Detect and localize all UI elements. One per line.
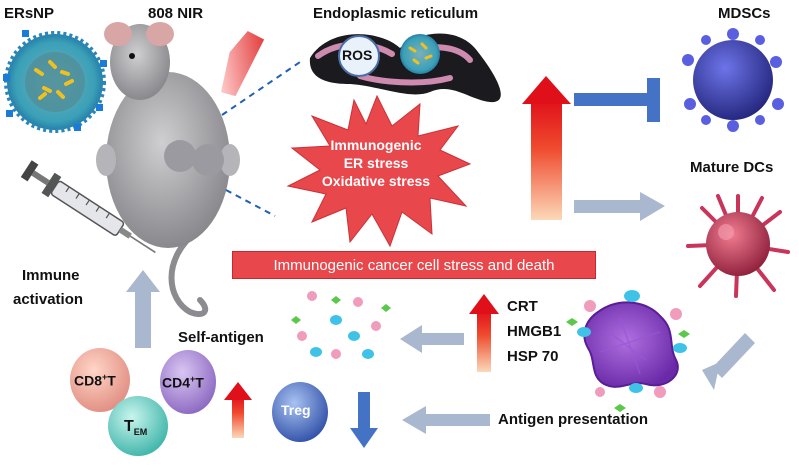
treg-cell-icon bbox=[272, 382, 328, 442]
arrow-to-self-antigen bbox=[400, 325, 464, 353]
cd8-label: CD8+T bbox=[74, 372, 116, 389]
self-antigen-label: Self-antigen bbox=[178, 329, 264, 346]
decrease-arrow-treg bbox=[350, 392, 378, 448]
mdscs-label: MDSCs bbox=[718, 5, 771, 22]
activation-label: activation bbox=[13, 291, 84, 308]
nir-laser-icon bbox=[221, 31, 265, 97]
cd4-label: CD4+T bbox=[162, 374, 204, 391]
arrow-dc-to-presentation bbox=[702, 333, 755, 390]
er-label: Endoplasmic reticulum bbox=[313, 5, 479, 22]
treg-label: Treg bbox=[281, 402, 311, 418]
mouse-icon bbox=[96, 22, 240, 318]
inhibit-arrow-mdsc bbox=[574, 78, 660, 122]
ros-label: ROS bbox=[342, 47, 373, 63]
mature-dc-icon bbox=[686, 194, 790, 298]
burst-line-3: Oxidative stress bbox=[321, 173, 431, 189]
increase-arrow-stress bbox=[531, 100, 562, 220]
self-antigen-icon bbox=[291, 291, 391, 359]
arrow-to-dcs bbox=[574, 192, 665, 221]
arrow-presentation-to-treg bbox=[402, 406, 490, 434]
cd4-t-cell-icon bbox=[160, 350, 216, 414]
stress-burst bbox=[286, 94, 472, 248]
er-organelle-icon bbox=[309, 33, 501, 103]
burst-line-1: Immunogenic bbox=[330, 137, 422, 153]
cd8-t-cell-icon bbox=[70, 348, 130, 412]
damp-hmgb1: HMGB1 bbox=[507, 323, 562, 340]
increase-arrow-tcells bbox=[224, 382, 252, 438]
zoom-line-bottom bbox=[225, 189, 276, 217]
immune-label: Immune bbox=[22, 267, 80, 284]
damp-hsp70: HSP 70 bbox=[507, 348, 559, 365]
mature-dcs-label: Mature DCs bbox=[690, 159, 774, 176]
stress-burst-text: Immunogenic ER stress Oxidative stress bbox=[290, 136, 462, 190]
nir-label: 808 NIR bbox=[148, 5, 204, 22]
dying-cancer-cell-icon bbox=[566, 290, 690, 412]
mdsc-cell-icon bbox=[682, 28, 784, 132]
nanoparticle-icon bbox=[3, 30, 107, 133]
antigen-presentation-label: Antigen presentation bbox=[498, 411, 649, 428]
arrow-to-immune-activation bbox=[126, 270, 160, 348]
t-em-label: TEM bbox=[124, 418, 148, 438]
damp-crt: CRT bbox=[507, 298, 538, 315]
t-em-cell-icon bbox=[108, 396, 168, 456]
cell-death-banner: Immunogenic cancer cell stress and death bbox=[232, 251, 596, 279]
ersnp-label: ERsNP bbox=[4, 5, 55, 22]
syringe-icon bbox=[20, 160, 156, 254]
zoom-line-top bbox=[221, 59, 304, 116]
burst-line-2: ER stress bbox=[343, 155, 409, 171]
increase-arrow-damps bbox=[469, 294, 499, 372]
